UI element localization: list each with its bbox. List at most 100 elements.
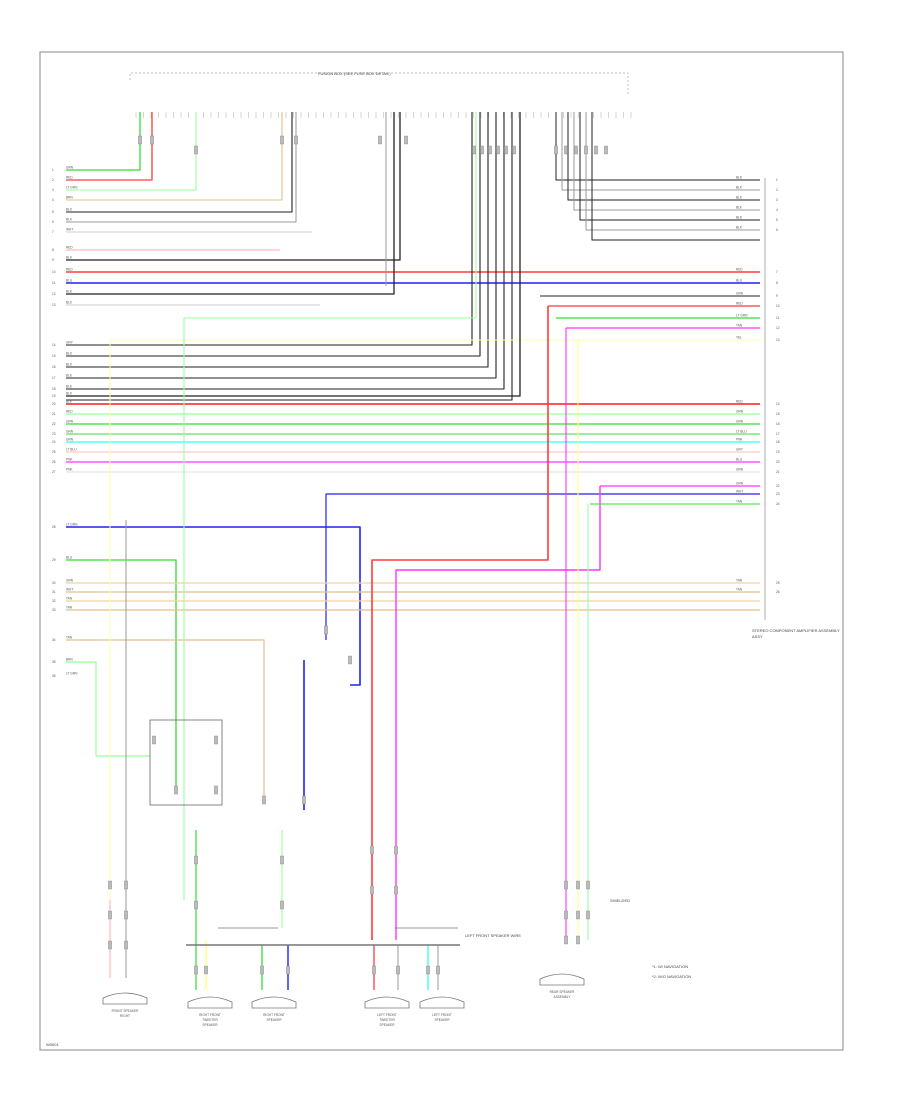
right-pin-number: 22 [776, 484, 780, 488]
left-wire-label: BLK [66, 256, 73, 260]
connector-pin [108, 940, 112, 950]
right-pin-number: 10 [776, 304, 780, 308]
connector-pin [124, 940, 128, 950]
left-pin-number: 27 [52, 470, 56, 474]
wire-bundle [66, 112, 497, 379]
left-pin-number: 10 [52, 270, 56, 274]
connector-pin [280, 135, 284, 145]
left-wire-label: GRY [66, 341, 74, 345]
connector-pin [194, 855, 198, 865]
connector-pin [576, 910, 580, 920]
speaker-body [419, 996, 465, 1009]
speaker-body [187, 996, 233, 1009]
wire-brn [66, 112, 283, 201]
connector-pin [108, 880, 112, 890]
wire-ltgrn-c [184, 112, 477, 319]
right-pin-number: 4 [776, 208, 778, 212]
component-label: TWEETER [379, 1018, 395, 1022]
left-pin-number: 19 [52, 394, 56, 398]
left-wire-label: PNK [66, 458, 73, 462]
left-pin-number: 7 [52, 230, 54, 234]
right-pin-number: 8 [776, 281, 778, 285]
left-pin-number: 15 [52, 354, 56, 358]
left-wire-label: TAN [66, 597, 73, 601]
left-pin-number: 18 [52, 387, 56, 391]
right-wire-label: YEL [736, 336, 742, 340]
wire-ltgrn-low [66, 661, 150, 757]
connector-pin [504, 145, 508, 155]
right-wire-label: PNK [736, 438, 743, 442]
left-pin-number: 28 [52, 525, 56, 529]
left-wire-label: WHT [66, 588, 73, 592]
component-label: TWEETER [202, 1018, 218, 1022]
left-wire-label: WHT [66, 228, 73, 232]
component-label: LEFT FRONT [432, 1013, 452, 1017]
left-pin-number: 25 [52, 450, 56, 454]
left-pin-number: 14 [52, 343, 56, 347]
bottom-splice: LEFT FRONT SPEAKER WIRE [186, 927, 521, 946]
connector-pin [394, 885, 398, 895]
right-wire-label: BLK [736, 186, 743, 190]
connector-pin [138, 135, 142, 145]
right-pin-number: 15 [776, 412, 780, 416]
wire-bundle [66, 112, 489, 368]
right-wire-label: LT BLU [736, 430, 747, 434]
left-wire-label: BRN [66, 658, 73, 662]
left-pin-number: 31 [52, 590, 56, 594]
connector-pin [260, 965, 264, 975]
left-pin-number: 22 [52, 422, 56, 426]
right-pin-number: 12 [776, 326, 780, 330]
connector-pin [204, 965, 208, 975]
left-wire-label: BLK [66, 392, 73, 396]
component-label: SPEAKER [379, 1023, 395, 1027]
right-wire-label: BLK [736, 226, 743, 230]
connector-pin [586, 880, 590, 890]
connector-pin [584, 145, 588, 155]
wire-grn [66, 112, 141, 171]
left-wire-label: LT GRN [66, 523, 78, 527]
right-wire-label: GRN [736, 410, 744, 414]
connector-pin [604, 145, 608, 155]
wire-right-top [555, 112, 760, 181]
left-pin-number: 23 [52, 432, 56, 436]
wire-red-bend [371, 306, 549, 940]
connector-pin [564, 880, 568, 890]
right-wire-label: BLK [736, 216, 743, 220]
right-pin-number: 20 [776, 460, 780, 464]
left-pin-number: 30 [52, 581, 56, 585]
wire-right-top [585, 112, 760, 231]
right-wire-label: BLK [736, 176, 743, 180]
footer-code: W0001 [46, 1042, 59, 1047]
connector-pin [150, 135, 154, 145]
connector-pin [480, 145, 484, 155]
note-2: *2: W/O NAVIGATION [652, 974, 691, 979]
right-pin-number: 5 [776, 218, 778, 222]
connector-pin [576, 935, 580, 945]
right-pin-number: 3 [776, 198, 778, 202]
wire-blk4 [66, 112, 395, 295]
right-wire-labels: BLK1BLK2BLK3BLK4BLK5BLK6RED7BLU8GRN9RED1… [736, 176, 780, 595]
connector-pin [404, 135, 408, 145]
right-pin-number: 24 [776, 502, 780, 506]
connector-pin [472, 145, 476, 155]
right-pin-number: 26 [776, 590, 780, 594]
left-pin-number: 11 [52, 281, 56, 285]
connector-pin [286, 965, 290, 975]
left-pin-number: 9 [52, 258, 54, 262]
left-wire-label: BLU [66, 279, 73, 283]
connector-pin [214, 785, 218, 795]
left-pin-number: 4 [52, 198, 54, 202]
component-label: SPEAKER [434, 1018, 450, 1022]
note-1: *1: W/ NAVIGATION [652, 964, 688, 969]
right-wire-label: GRY [736, 448, 744, 452]
right-wire-label: GRN [736, 420, 744, 424]
left-pin-number: 12 [52, 292, 56, 296]
top-header: FUSION BOX (SEE FUSE BOX DETAIL) [129, 71, 629, 95]
wire-blk3 [66, 112, 401, 261]
connector-pin [294, 135, 298, 145]
